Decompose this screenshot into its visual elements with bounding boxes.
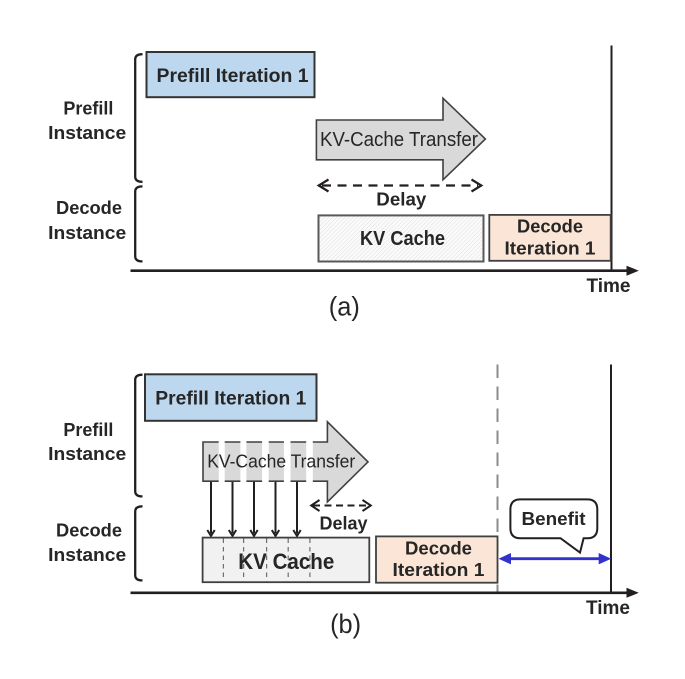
svg-text:KV-Cache Transfer: KV-Cache Transfer xyxy=(207,451,355,471)
svg-text:KV Cache: KV Cache xyxy=(360,228,445,250)
svg-text:Time: Time xyxy=(586,598,630,619)
svg-text:Time: Time xyxy=(586,276,630,297)
svg-text:Delay: Delay xyxy=(376,190,426,210)
svg-text:Instance: Instance xyxy=(48,544,126,565)
svg-text:Instance: Instance xyxy=(48,122,126,143)
svg-text:Iteration 1: Iteration 1 xyxy=(505,238,596,258)
svg-text:Prefill: Prefill xyxy=(63,419,113,440)
svg-text:KV-Cache Transfer: KV-Cache Transfer xyxy=(320,129,478,151)
svg-text:Instance: Instance xyxy=(48,443,126,464)
svg-text:Iteration 1: Iteration 1 xyxy=(393,560,485,580)
svg-text:Benefit: Benefit xyxy=(522,508,586,529)
svg-text:Prefill Iteration 1: Prefill Iteration 1 xyxy=(155,389,306,410)
svg-text:Instance: Instance xyxy=(48,222,126,243)
svg-text:Prefill Iteration 1: Prefill Iteration 1 xyxy=(157,66,309,87)
svg-text:Decode: Decode xyxy=(56,197,122,218)
svg-text:Decode: Decode xyxy=(56,520,122,541)
svg-text:Decode: Decode xyxy=(517,217,583,237)
svg-text:Prefill: Prefill xyxy=(63,98,113,119)
svg-text:Delay: Delay xyxy=(320,513,368,533)
svg-text:(b): (b) xyxy=(330,609,361,639)
svg-text:Decode: Decode xyxy=(405,538,472,558)
svg-text:KV Cache: KV Cache xyxy=(238,549,334,574)
svg-text:(a): (a) xyxy=(329,292,360,322)
